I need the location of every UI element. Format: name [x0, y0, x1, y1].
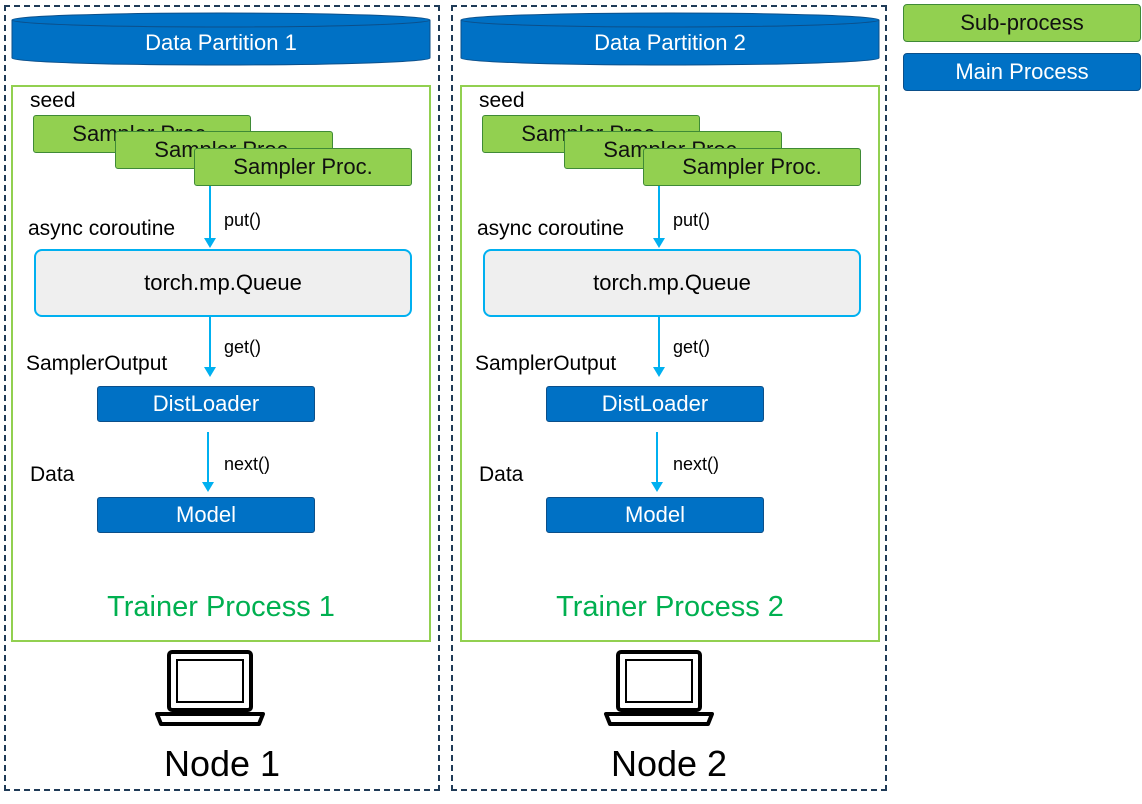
- node-1-container: [4, 5, 440, 791]
- laptop-icon: [604, 650, 714, 726]
- data-partition-label: Data Partition 1: [145, 30, 297, 55]
- sampler-proc-box: Sampler Proc.: [643, 148, 861, 186]
- sampler-output-label: SamplerOutput: [475, 352, 617, 375]
- async-coroutine-label: async coroutine: [28, 217, 176, 240]
- data-label: Data: [479, 463, 524, 486]
- arrow-down-icon: [653, 317, 665, 377]
- node-title: Node 2: [610, 743, 728, 784]
- arrow-down-icon: [651, 432, 663, 492]
- arrow-down-icon: [204, 186, 216, 248]
- arrow-down-icon: [653, 186, 665, 248]
- distloader-box: DistLoader: [546, 386, 764, 422]
- get-label: get(): [224, 337, 262, 357]
- legend-main-process: Main Process: [903, 53, 1141, 91]
- sampler-output-label: SamplerOutput: [26, 352, 168, 375]
- seed-label: seed: [479, 89, 525, 112]
- queue-box: torch.mp.Queue: [483, 249, 861, 317]
- legend-subprocess: Sub-process: [903, 4, 1141, 42]
- sampler-proc-box: Sampler Proc.: [194, 148, 412, 186]
- get-label: get(): [673, 337, 711, 357]
- model-box: Model: [97, 497, 315, 533]
- arrow-down-icon: [202, 432, 214, 492]
- data-partition-2-cylinder: Data Partition 2: [460, 12, 880, 66]
- data-partition-label: Data Partition 2: [594, 30, 746, 55]
- trainer-process-title: Trainer Process 2: [556, 591, 784, 623]
- model-box: Model: [546, 497, 764, 533]
- next-label: next(): [673, 454, 720, 474]
- trainer-process-title: Trainer Process 1: [107, 591, 335, 623]
- data-partition-1-cylinder: Data Partition 1: [11, 12, 431, 66]
- queue-box: torch.mp.Queue: [34, 249, 412, 317]
- put-label: put(): [224, 210, 262, 230]
- node-2-container: [451, 5, 887, 791]
- distloader-box: DistLoader: [97, 386, 315, 422]
- laptop-icon: [155, 650, 265, 726]
- next-label: next(): [224, 454, 271, 474]
- trainer-process-1-box: [11, 85, 431, 642]
- data-label: Data: [30, 463, 75, 486]
- seed-label: seed: [30, 89, 76, 112]
- async-coroutine-label: async coroutine: [477, 217, 625, 240]
- arrow-down-icon: [204, 317, 216, 377]
- trainer-process-2-box: [460, 85, 880, 642]
- node-title: Node 1: [163, 743, 281, 784]
- put-label: put(): [673, 210, 711, 230]
